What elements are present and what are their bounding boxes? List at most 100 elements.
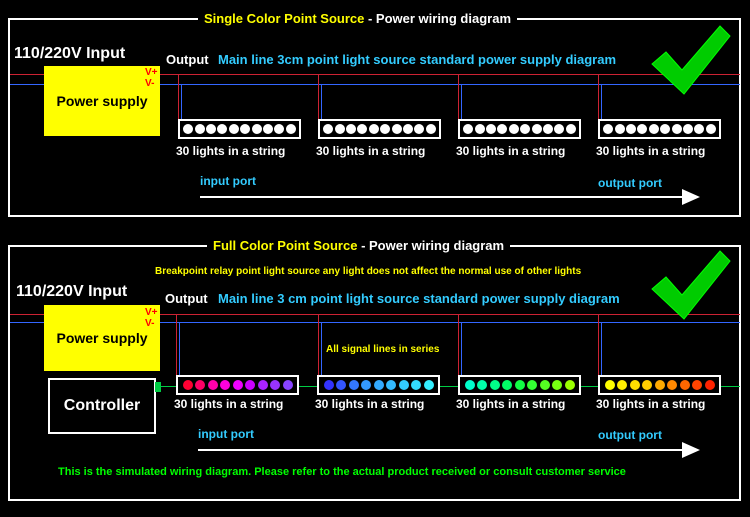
footer-note: This is the simulated wiring diagram. Pl…: [58, 466, 626, 478]
led-dot: [704, 380, 715, 390]
v-minus-label: V-: [145, 318, 155, 329]
led-dot: [660, 124, 671, 134]
led-dot: [195, 380, 205, 390]
led-dot: [220, 380, 230, 390]
negative-wire: [10, 84, 740, 85]
led-dot: [694, 124, 705, 134]
direction-arrow: [198, 449, 682, 451]
led-dot: [232, 380, 243, 390]
mains-input-label: 110/220V Input: [14, 45, 126, 62]
input-port-label: input port: [200, 174, 256, 188]
strip-label: 30 lights in a string: [596, 397, 706, 411]
led-dot: [463, 124, 474, 134]
arrow-head-icon: [682, 442, 700, 458]
drop-wire: [598, 74, 599, 120]
direction-arrow: [200, 196, 682, 198]
led-dot: [682, 124, 693, 134]
drop-wire: [318, 74, 319, 120]
led-dot: [285, 124, 296, 134]
controller-connector: [155, 382, 161, 392]
drop-wire: [318, 314, 319, 376]
led-dot: [654, 380, 665, 390]
led-dot: [520, 124, 531, 134]
led-dot: [474, 124, 485, 134]
led-dot: [217, 124, 228, 134]
led-dot: [182, 380, 193, 390]
power-supply-label: Power supply: [56, 330, 148, 346]
title-highlight: Single Color Point Source: [204, 11, 365, 26]
title-highlight: Full Color Point Source: [213, 238, 358, 253]
led-dot: [502, 380, 512, 390]
led-dot: [423, 380, 434, 390]
led-dot: [391, 124, 402, 134]
led-strip: [178, 119, 301, 139]
mains-input-label: 110/220V Input: [16, 283, 128, 300]
led-dot: [361, 380, 371, 390]
led-dot: [357, 124, 368, 134]
controller-box: Controller: [48, 378, 156, 434]
led-strip: [317, 375, 440, 395]
power-supply-label: Power supply: [56, 93, 148, 109]
led-strip: [176, 375, 299, 395]
led-dot: [477, 380, 487, 390]
led-dot: [323, 380, 334, 390]
positive-wire: [10, 74, 740, 75]
led-dot: [262, 124, 273, 134]
relay-note: Breakpoint relay point light source any …: [155, 266, 582, 277]
output-label: Output: [166, 52, 209, 67]
led-dot: [464, 380, 475, 390]
arrow-head-icon: [682, 189, 700, 205]
led-dot: [323, 124, 334, 134]
led-dot: [257, 380, 268, 390]
led-dot: [386, 380, 396, 390]
power-supply-box: Power supply: [44, 305, 160, 371]
led-dot: [671, 124, 682, 134]
led-dot: [348, 380, 359, 390]
led-dot: [617, 380, 627, 390]
led-dot: [334, 124, 345, 134]
led-strip: [598, 375, 721, 395]
led-dot: [629, 380, 640, 390]
power-supply-box: Power supply: [44, 66, 160, 136]
positive-wire: [10, 314, 740, 315]
title-rest: - Power wiring diagram: [364, 11, 511, 26]
led-dot: [667, 380, 677, 390]
led-strip: [318, 119, 441, 139]
led-dot: [648, 124, 659, 134]
led-dot: [539, 380, 550, 390]
led-dot: [552, 380, 562, 390]
drop-wire: [181, 84, 182, 120]
v-plus-label: V+: [145, 307, 158, 318]
signal-wire: [160, 386, 740, 387]
led-dot: [380, 124, 391, 134]
led-dot: [398, 380, 409, 390]
led-dot: [705, 124, 716, 134]
led-dot: [270, 380, 280, 390]
drop-wire: [461, 84, 462, 120]
led-dot: [604, 380, 615, 390]
led-dot: [425, 124, 436, 134]
controller-label: Controller: [63, 397, 141, 414]
signal-note: All signal lines in series: [326, 344, 440, 355]
led-dot: [565, 124, 576, 134]
drop-wire: [598, 314, 599, 376]
led-dot: [207, 380, 218, 390]
strip-label: 30 lights in a string: [316, 144, 426, 158]
strip-label: 30 lights in a string: [315, 397, 425, 411]
led-dot: [251, 124, 262, 134]
led-dot: [414, 124, 425, 134]
strip-label: 30 lights in a string: [456, 397, 566, 411]
output-port-label: output port: [598, 428, 662, 442]
led-dot: [206, 124, 217, 134]
drop-wire: [461, 322, 462, 376]
main-line-label: Main line 3 cm point light source standa…: [218, 291, 620, 306]
led-dot: [402, 124, 413, 134]
led-dot: [527, 380, 537, 390]
led-dot: [554, 124, 565, 134]
led-dot: [245, 380, 255, 390]
drop-wire: [601, 322, 602, 376]
strip-label: 30 lights in a string: [456, 144, 566, 158]
drop-wire: [458, 74, 459, 120]
led-dot: [603, 124, 614, 134]
output-port-label: output port: [598, 176, 662, 190]
